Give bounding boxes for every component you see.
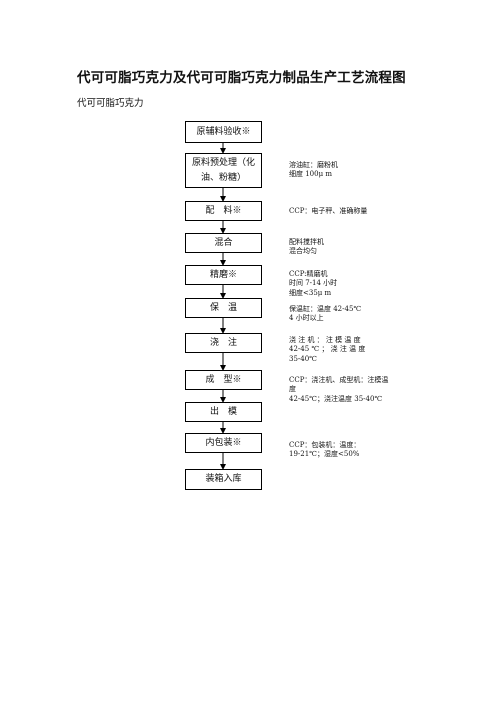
- note-refining-ccp: CCP:精磨机 时间 7-14 小时 细度<35μ m: [289, 270, 338, 297]
- note-holding: 保温缸：温度 42-45℃ 4 小时以上: [289, 305, 362, 323]
- step-raw-material-pretreatment: 原料预处理（化油、粉糖）: [185, 153, 262, 188]
- step-pouring: 浇 注: [185, 333, 262, 353]
- step-inner-packaging: 内包装※: [185, 433, 262, 453]
- note-mixing: 配料搅拌机 混合均匀: [289, 238, 324, 256]
- step-raw-material-acceptance: 原辅料验收※: [185, 121, 262, 143]
- page-subtitle: 代可可脂巧克力: [77, 98, 144, 109]
- note-molding-ccp: CCP：浇注机、成型机：注模温度 42-45℃；浇注温度 35-40℃: [289, 376, 389, 403]
- step-mixing: 混合: [185, 233, 262, 253]
- note-pretreatment: 溶油缸：磨粉机 细度 100μ m: [289, 161, 338, 179]
- step-molding: 成 型※: [185, 370, 262, 390]
- step-batching: 配 料※: [185, 201, 262, 221]
- note-packaging-ccp: CCP：包装机：温度： 19-21℃；湿度<50%: [289, 441, 361, 459]
- note-batching-ccp: CCP：电子秤、准确称量: [289, 207, 368, 215]
- step-demolding: 出 模: [185, 402, 262, 422]
- step-refining: 精磨※: [185, 265, 262, 285]
- note-pouring: 浇 注 机 ： 注 模 温 度 42-45 ℃ ； 浇 注 温 度 35-40℃: [289, 336, 366, 363]
- step-holding-temperature: 保 温: [185, 298, 262, 318]
- page-title: 代可可脂巧克力及代可可脂巧克力制品生产工艺流程图: [77, 70, 406, 86]
- step-boxing-storage: 装箱入库: [185, 469, 262, 490]
